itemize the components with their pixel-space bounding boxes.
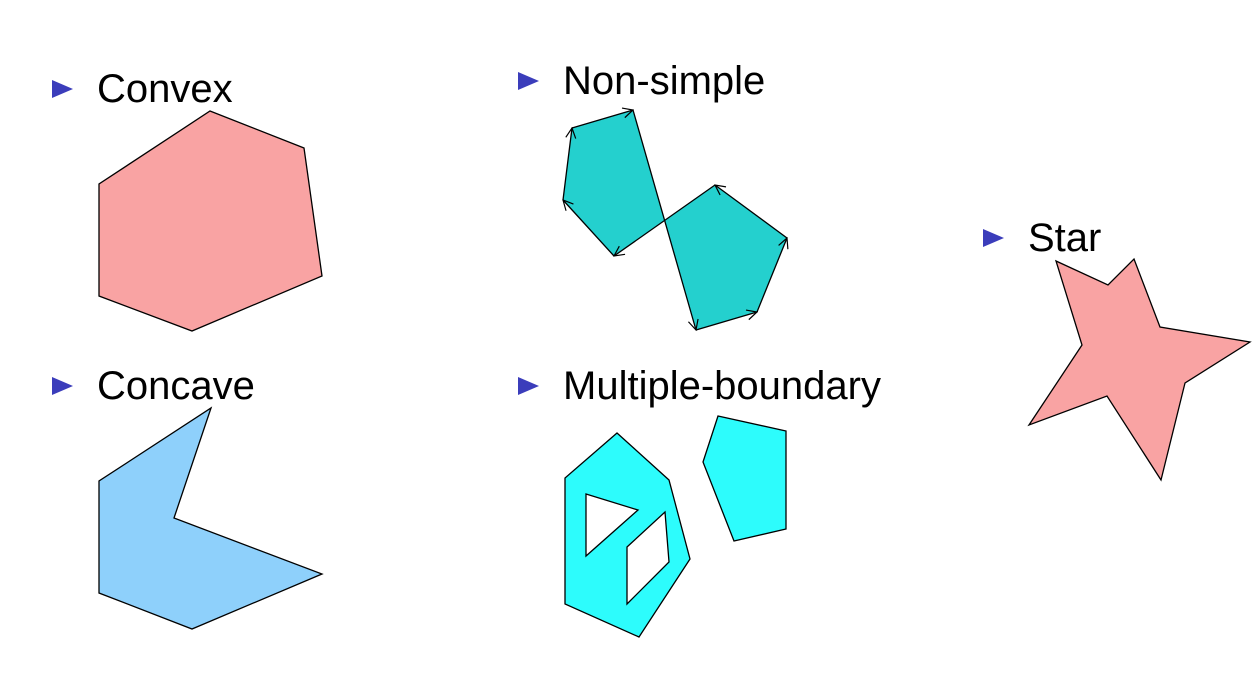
bullet-multiple-boundary: Multiple-boundary xyxy=(518,366,881,406)
bullet-arrow-icon xyxy=(52,80,73,98)
bullet-non-simple: Non-simple xyxy=(518,61,765,101)
bullet-convex: Convex xyxy=(52,69,233,109)
multiple-boundary-polygon xyxy=(564,415,787,638)
label-non-simple: Non-simple xyxy=(563,59,766,103)
multiple-boundary-outer-region xyxy=(564,432,691,638)
bullet-concave: Concave xyxy=(52,366,255,406)
non-simple-polygon xyxy=(563,110,787,330)
star-polygon xyxy=(1027,257,1252,482)
concave-polygon xyxy=(98,406,324,630)
bullet-star: Star xyxy=(983,218,1101,258)
label-concave: Concave xyxy=(97,364,255,408)
label-convex: Convex xyxy=(97,67,233,111)
label-multiple-boundary: Multiple-boundary xyxy=(563,364,881,408)
multiple-boundary-separate-region xyxy=(702,415,787,542)
bullet-arrow-icon xyxy=(52,377,73,395)
bullet-arrow-icon xyxy=(983,229,1004,247)
convex-polygon xyxy=(98,110,323,332)
bullet-arrow-icon xyxy=(518,377,539,395)
label-star: Star xyxy=(1028,216,1102,260)
bullet-arrow-icon xyxy=(518,72,539,90)
